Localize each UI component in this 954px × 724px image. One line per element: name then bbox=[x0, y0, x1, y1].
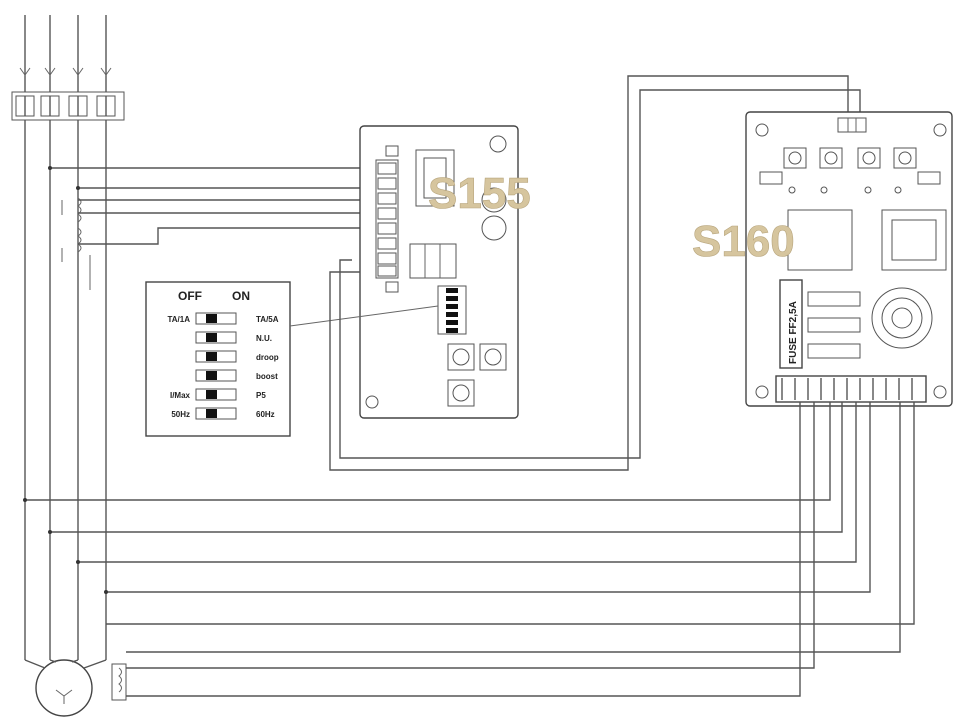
dip-switch-lever bbox=[206, 409, 217, 418]
dip-on-function: 60Hz bbox=[256, 410, 275, 419]
dip-switch-row: I/Max P5 bbox=[170, 388, 266, 401]
s160-output-wires bbox=[25, 402, 915, 697]
dip-on-function: boost bbox=[256, 372, 278, 381]
dip-switch-lever bbox=[206, 333, 217, 342]
dip-off-label: OFF bbox=[178, 289, 202, 303]
dip-switch-row: N.U. bbox=[195, 331, 272, 344]
s155-s160-link-wires bbox=[329, 75, 861, 471]
dip-off-function: TA/1A bbox=[167, 315, 190, 324]
s155-board bbox=[359, 125, 519, 419]
dip-switch-row: boost bbox=[195, 369, 278, 382]
s160-board bbox=[745, 111, 953, 407]
dip-switch-lever bbox=[206, 371, 217, 380]
s160-fuse-label: FUSE FF2,5A bbox=[788, 301, 799, 364]
input-lines bbox=[19, 15, 112, 660]
dip-switch-lever bbox=[206, 314, 217, 323]
s160-label: S160 bbox=[692, 217, 795, 266]
dip-on-function: TA/5A bbox=[256, 315, 279, 324]
dip-on-function: droop bbox=[256, 353, 279, 362]
dip-switch-lever bbox=[206, 390, 217, 399]
exciter-field bbox=[111, 663, 127, 701]
dip-switch-row: droop bbox=[195, 350, 279, 363]
junction-dots bbox=[23, 166, 108, 594]
dip-on-function: P5 bbox=[256, 391, 266, 400]
dip-off-function: 50Hz bbox=[171, 410, 190, 419]
dip-switch-row: TA/1A TA/5A bbox=[167, 312, 279, 325]
dip-on-label: ON bbox=[232, 289, 250, 303]
s155-input-wires bbox=[50, 167, 370, 245]
s155-label: S155 bbox=[428, 169, 531, 218]
dip-switch-row: 50Hz 60Hz bbox=[171, 407, 275, 420]
dip-on-function: N.U. bbox=[256, 334, 272, 343]
s155-dip-block bbox=[437, 285, 467, 335]
sensing-coils bbox=[61, 197, 91, 290]
dip-switch-lever bbox=[206, 352, 217, 361]
s160-terminals bbox=[781, 378, 913, 400]
generator-symbol bbox=[24, 659, 107, 717]
fuse-block bbox=[11, 91, 125, 121]
s155-terminals bbox=[377, 162, 397, 277]
dip-off-function: I/Max bbox=[170, 391, 191, 400]
